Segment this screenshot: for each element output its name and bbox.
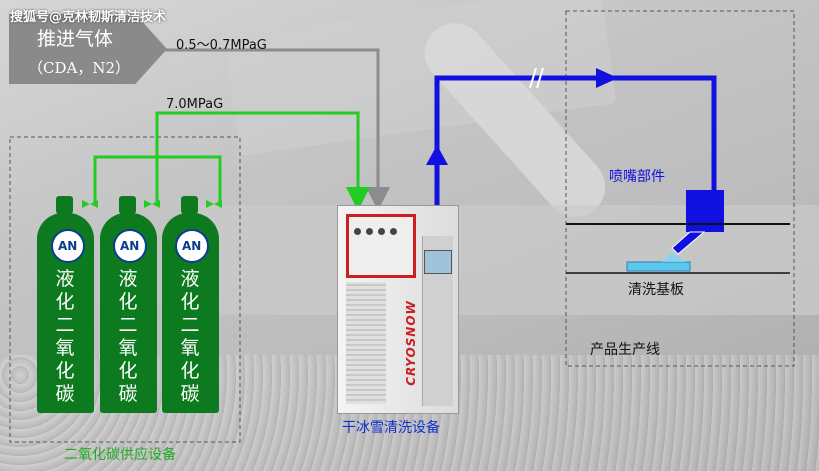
production-line-label: 产品生产线 (590, 342, 660, 358)
propellant-line (165, 48, 390, 211)
cylinder-label-3: 液 化 二 氧 化 碳 (180, 268, 200, 405)
watermark: 搜狐号@克林韧斯清洁技术 (10, 10, 167, 25)
co2-pressure-label: 7.0MPaG (166, 97, 224, 112)
knob-3 (378, 228, 385, 235)
propellant-subtitle: （CDA，N2） (28, 59, 131, 77)
valve-3 (206, 200, 214, 208)
cylinder-logo-1: AN (51, 229, 85, 263)
machine-label: 干冰雪清洗设备 (342, 420, 440, 436)
propellant-pressure-label: 0.5～0.7MPaG (176, 38, 267, 53)
co2-supply-frame (9, 136, 241, 443)
co2-main-line (155, 111, 370, 211)
cylinder-label-2: 液 化 二 氧 化 碳 (118, 268, 138, 405)
knob-1 (354, 228, 361, 235)
propellant-title: 推进气体 (37, 28, 114, 50)
valve-1 (82, 200, 90, 208)
valve-3b (214, 200, 222, 208)
cylinder-cap-2 (119, 196, 136, 214)
cylinder-cap-3 (181, 196, 198, 214)
propellant-box (9, 14, 167, 84)
substrate-label: 清洗基板 (628, 282, 684, 298)
cylinder-logo-3: AN (175, 229, 209, 263)
output-arrow-up (426, 145, 448, 165)
spray (662, 252, 686, 262)
valve-1b (90, 200, 98, 208)
knob-2 (366, 228, 373, 235)
cylinder-logo-2: AN (113, 229, 147, 263)
cylinder-label-1: 液 化 二 氧 化 碳 (55, 268, 75, 405)
machine-vent (346, 282, 386, 404)
nozzle-tip (671, 231, 706, 255)
nozzle-body (686, 190, 724, 232)
production-line-frame (565, 10, 795, 367)
output-arrow-right (596, 68, 618, 88)
display-screen (424, 250, 452, 274)
brand-logo: CRYOSNOW (403, 300, 418, 386)
cylinder-cap-1 (56, 196, 73, 214)
cryosnow-machine: CRYOSNOW (337, 205, 459, 414)
valve-2 (144, 200, 152, 208)
knob-4 (390, 228, 397, 235)
output-line (434, 75, 717, 205)
nozzle-label: 喷嘴部件 (609, 169, 665, 185)
control-panel (346, 214, 416, 278)
valve-2b (152, 200, 160, 208)
substrate (626, 261, 691, 272)
co2-supply-label: 二氧化碳供应设备 (64, 447, 176, 463)
